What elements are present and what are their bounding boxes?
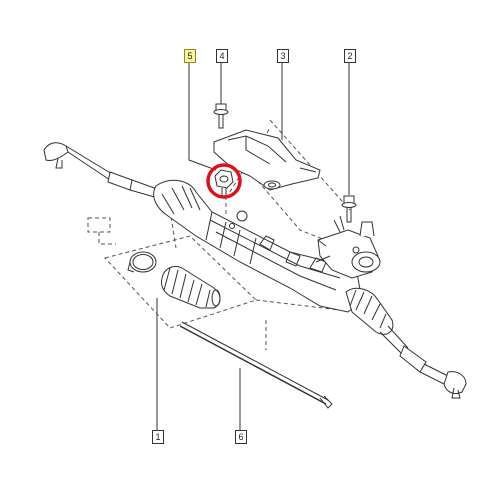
bolt-2: [341, 195, 357, 223]
right-tie-rod: [345, 287, 467, 399]
rack-housing: [153, 179, 363, 313]
callout-6: 6: [235, 430, 247, 444]
callout-1: 1: [152, 430, 164, 444]
clamp-ring: [127, 251, 157, 273]
highlight-circle: [206, 163, 242, 199]
callout-5: 5: [184, 49, 196, 63]
inner-rod: [179, 321, 333, 409]
callout-2: 2: [344, 49, 356, 63]
bellows-boot: [161, 265, 221, 309]
dashed-box-small: [87, 217, 111, 233]
leader-line-5: [188, 62, 217, 171]
callout-3: 3: [277, 49, 289, 63]
left-tie-rod: [43, 142, 161, 199]
dashed-group-boot: [104, 235, 257, 329]
bolt-4: [213, 103, 229, 129]
nut-5: [214, 169, 234, 196]
callout-4: 4: [216, 49, 228, 63]
pinion-valve-assembly: [315, 215, 381, 279]
